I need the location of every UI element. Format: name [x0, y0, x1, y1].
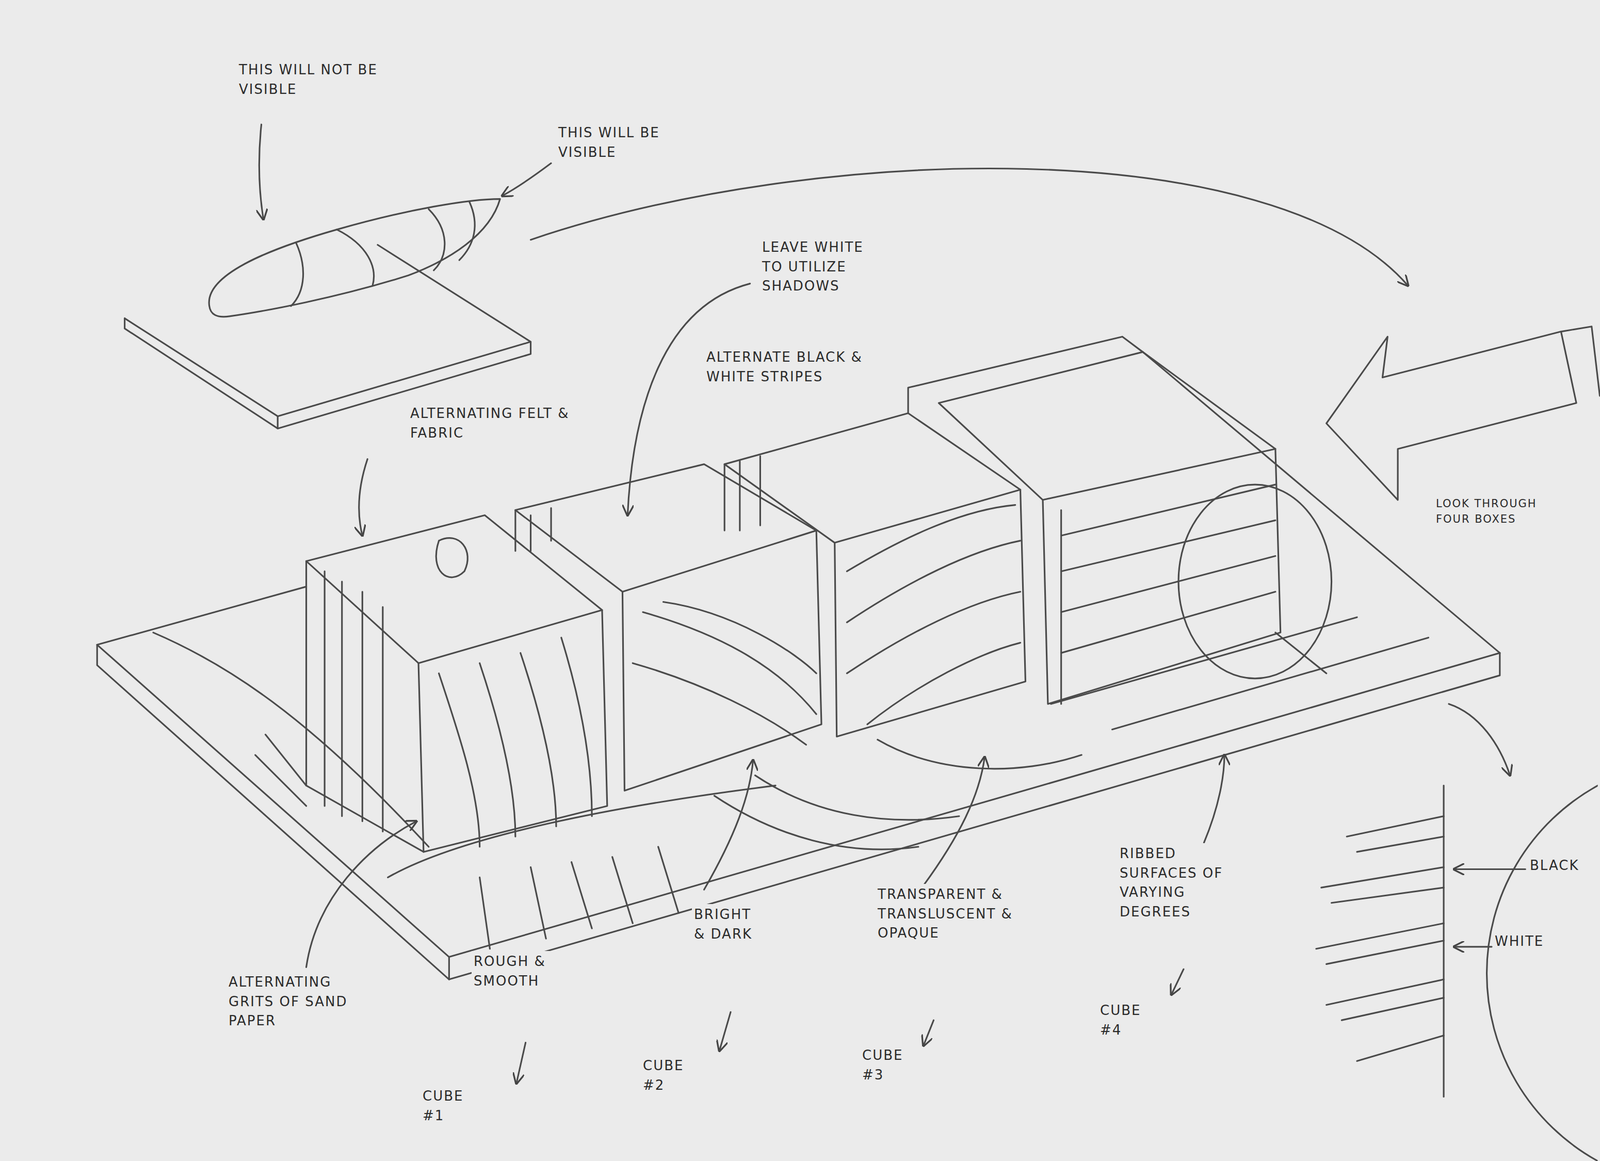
- cube-number: CUBE #4: [1097, 999, 1160, 1041]
- note-label: THIS WILL BE VISIBLE: [556, 122, 669, 164]
- small-model: [124, 199, 531, 429]
- note-label: RIBBED SURFACES OF VARYING DEGREES: [1117, 843, 1256, 924]
- view-arrow: [1326, 331, 1577, 500]
- cube-2: [515, 464, 822, 791]
- note-label: LEAVE WHITE TO UTILIZE SHADOWS: [760, 236, 888, 298]
- detail-circle: [1316, 703, 1598, 1161]
- note-label: ROUGH & SMOOTH: [471, 950, 569, 992]
- cube-number: CUBE #2: [640, 1055, 703, 1096]
- cube-number: CUBE #1: [420, 1085, 482, 1127]
- note-label: ALTERNATE BLACK & WHITE STRIPES: [704, 346, 888, 388]
- detail-label: BLACK: [1527, 854, 1563, 877]
- cube-number: CUBE #3: [860, 1044, 922, 1086]
- note-label: BRIGHT & DARK: [691, 903, 769, 945]
- note-label: ALTERNATING FELT & FABRIC: [408, 402, 592, 444]
- leader-lines: [259, 124, 1526, 1084]
- cube-1: [255, 514, 608, 852]
- note-label: TRANSPARENT & TRANSLUSCENT & OPAQUE: [875, 883, 1019, 945]
- transfer-arrow: [530, 168, 1409, 286]
- cube-4: [938, 351, 1332, 704]
- detail-label: WHITE: [1492, 930, 1544, 953]
- base-plate: [97, 351, 1500, 980]
- note-label: THIS WILL NOT BE VISIBLE: [236, 59, 391, 101]
- note-label: LOOK THROUGH FOUR BOXES: [1433, 494, 1572, 529]
- note-label: ALTERNATING GRITS OF SAND PAPER: [226, 971, 354, 1032]
- cube-3: [724, 336, 1143, 737]
